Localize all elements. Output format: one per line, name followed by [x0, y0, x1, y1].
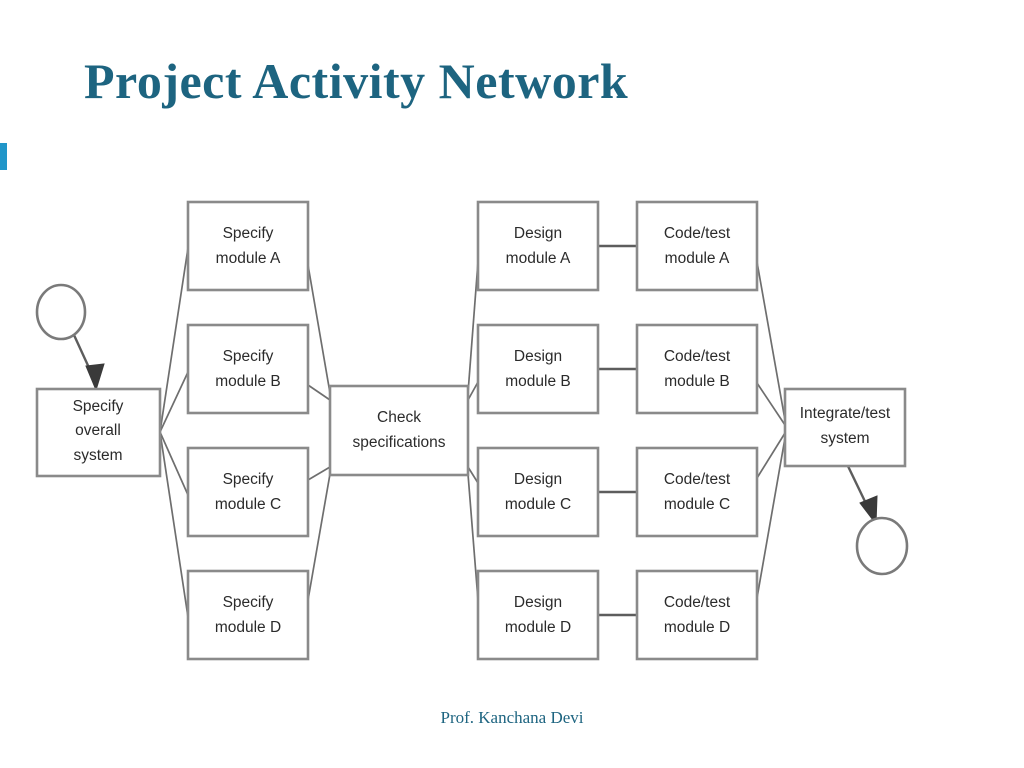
- node-design-module-a[interactable]: Design module A: [476, 200, 600, 292]
- node-label-line2: module D: [215, 619, 281, 636]
- edge-group-modules-to-check-specs: [307, 264, 331, 601]
- presenter-credit: Prof. Kanchana Devi: [440, 708, 584, 727]
- node-integrate-test-system[interactable]: Integrate/test system: [783, 387, 907, 468]
- node-label-line1: Check: [377, 409, 421, 426]
- edge-start-to-specify-overall: [72, 334, 105, 392]
- node-label-line1: Code/test: [664, 594, 731, 611]
- node-codetest-module-d[interactable]: Code/test module D: [635, 569, 759, 661]
- node-label-line1: Design: [514, 594, 562, 611]
- node-label-line1: Code/test: [664, 471, 731, 488]
- edge-integrate-to-end: [844, 461, 878, 526]
- node-specify-module-d[interactable]: Specify module D: [186, 569, 310, 661]
- node-label-line1: Code/test: [664, 225, 731, 242]
- node-design-module-b[interactable]: Design module B: [476, 323, 600, 415]
- edge-group-codetest-to-integrate: [756, 261, 786, 599]
- node-design-module-d[interactable]: Design module D: [476, 569, 600, 661]
- node-label-line2: module D: [664, 619, 730, 636]
- node-label-line1: Design: [514, 471, 562, 488]
- page-title: Project Activity Network: [84, 53, 629, 109]
- node-label-line1: Integrate/test: [800, 405, 891, 422]
- node-label-line2: module C: [215, 496, 281, 513]
- node-label-line2: module C: [505, 496, 571, 513]
- node-label-line2: module A: [216, 250, 281, 267]
- node-label-line1: Specify: [73, 398, 124, 415]
- left-accent-bar: [0, 143, 7, 170]
- node-codetest-module-b[interactable]: Code/test module B: [635, 323, 759, 415]
- node-specify-module-a[interactable]: Specify module A: [186, 200, 310, 292]
- start-circle: [35, 283, 87, 341]
- node-label-line1: Design: [514, 225, 562, 242]
- node-label-line2: module D: [505, 619, 571, 636]
- node-label-line1: Specify: [223, 471, 274, 488]
- node-specify-overall-system[interactable]: Specify overall system: [35, 387, 162, 478]
- node-label-line2: module A: [506, 250, 571, 267]
- node-label-line2: specifications: [352, 434, 445, 451]
- edge-group-design-to-codetest: [598, 244, 637, 617]
- node-label-line2: module B: [215, 373, 280, 390]
- edge-group-check-specs-to-design: [467, 261, 479, 601]
- node-codetest-module-a[interactable]: Code/test module A: [635, 200, 759, 292]
- node-design-module-c[interactable]: Design module C: [476, 446, 600, 538]
- node-label-line2: module A: [665, 250, 730, 267]
- node-codetest-module-c[interactable]: Code/test module C: [635, 446, 759, 538]
- node-label-line2: system: [820, 430, 869, 447]
- node-label-line2: module B: [664, 373, 729, 390]
- node-label-line1: Specify: [223, 348, 274, 365]
- node-label-line1: Specify: [223, 225, 274, 242]
- node-specify-module-b[interactable]: Specify module B: [186, 323, 310, 415]
- end-circle: [855, 516, 909, 576]
- node-label-line3: system: [73, 447, 122, 464]
- node-label-line2: module C: [664, 496, 730, 513]
- node-label-line1: Design: [514, 348, 562, 365]
- node-label-line2: module B: [505, 373, 570, 390]
- edge-group-specify-overall-to-modules: [159, 247, 189, 618]
- node-label-line1: Code/test: [664, 348, 731, 365]
- node-label-line1: Specify: [223, 594, 274, 611]
- node-check-specifications[interactable]: Check specifications: [328, 384, 470, 477]
- node-label-line2: overall: [75, 422, 121, 439]
- node-specify-module-c[interactable]: Specify module C: [186, 446, 310, 538]
